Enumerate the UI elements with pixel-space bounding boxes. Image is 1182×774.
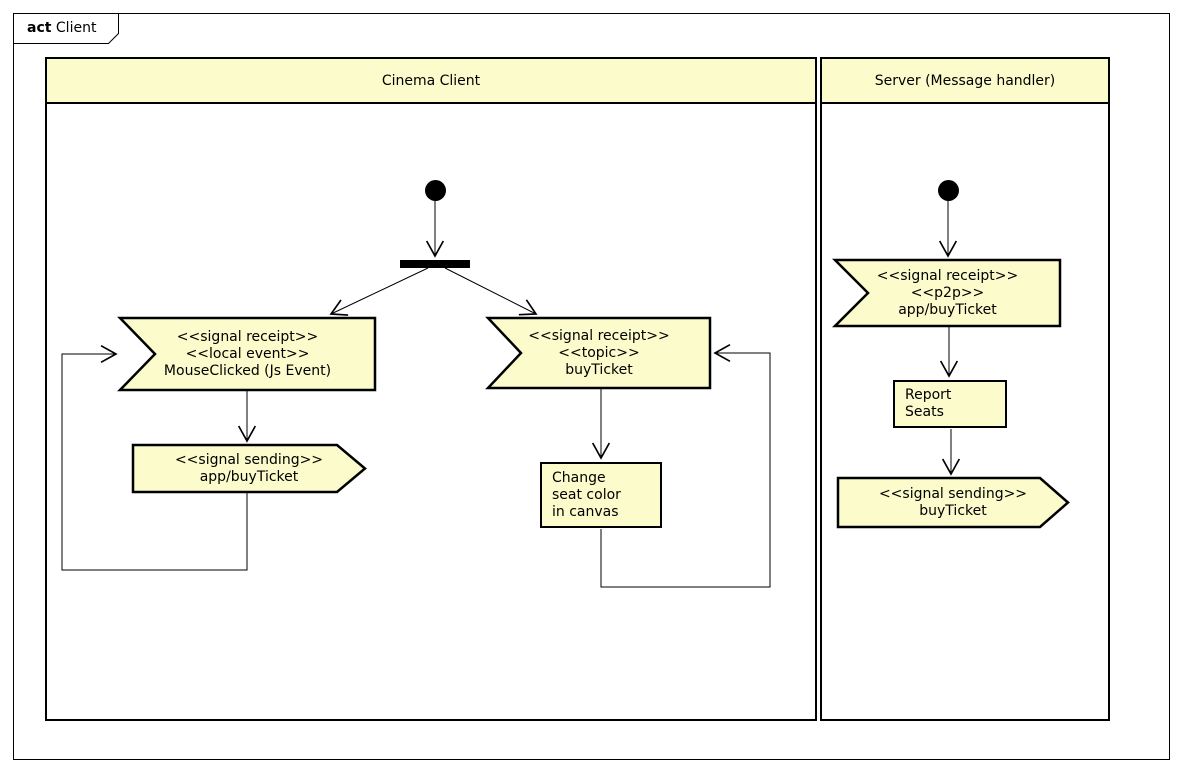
signal-receipt-p2p-app-buyticket: <<signal receipt>> <<p2p>> app/buyTicket bbox=[831, 258, 1062, 328]
stereotype-line: <<p2p>> bbox=[910, 284, 985, 301]
node-label: <<signal sending>> buyTicket bbox=[838, 478, 1068, 527]
signal-sending-buyticket: <<signal sending>> buyTicket bbox=[836, 476, 1070, 529]
stereotype-line: <<signal sending>> bbox=[174, 451, 324, 468]
frame-tab-shape bbox=[13, 13, 119, 44]
signal-receipt-shape bbox=[117, 316, 377, 392]
stereotype-line: <<signal receipt>> bbox=[528, 327, 670, 344]
signal-receipt-shape bbox=[831, 258, 1062, 328]
stereotype-line: <<signal receipt>> bbox=[176, 328, 319, 345]
stereotype-line: <<signal receipt>> bbox=[876, 267, 1019, 284]
signal-sending-shape bbox=[131, 443, 367, 494]
signal-receipt-shape bbox=[485, 316, 712, 390]
partition-title-server: Server (Message handler) bbox=[874, 72, 1056, 89]
frame-title: Client bbox=[55, 20, 97, 36]
partition-header-cinema-client: Cinema Client bbox=[47, 59, 815, 104]
node-label: <<signal receipt>> <<topic>> buyTicket bbox=[488, 318, 710, 388]
initial-node-cinema bbox=[425, 180, 446, 201]
action-report-seats: Report Seats bbox=[893, 380, 1007, 428]
node-text-line: Change bbox=[552, 469, 606, 486]
initial-node-server bbox=[938, 180, 959, 201]
node-text-line: app/buyTicket bbox=[199, 468, 299, 485]
uml-frame-tab: act Client bbox=[13, 13, 119, 44]
node-text-line: buyTicket bbox=[919, 502, 987, 519]
uml-frame-border bbox=[13, 13, 1170, 760]
node-label: <<signal receipt>> <<p2p>> app/buyTicket bbox=[835, 260, 1060, 326]
signal-receipt-mouse-clicked: <<signal receipt>> <<local event>> Mouse… bbox=[117, 316, 377, 392]
partition-title-cinema-client: Cinema Client bbox=[381, 72, 481, 89]
node-text-line: app/buyTicket bbox=[898, 301, 997, 318]
stereotype-line: <<signal sending>> bbox=[878, 485, 1028, 502]
node-text-line: in canvas bbox=[552, 503, 619, 520]
node-text-line: seat color bbox=[552, 486, 621, 503]
frame-tab-label: act Client bbox=[27, 13, 96, 43]
action-change-seat-color: Change seat color in canvas bbox=[540, 462, 662, 528]
partition-header-server: Server (Message handler) bbox=[822, 59, 1108, 104]
node-label: Report Seats bbox=[895, 382, 1005, 426]
signal-receipt-topic-buyticket: <<signal receipt>> <<topic>> buyTicket bbox=[485, 316, 712, 390]
stereotype-line: <<topic>> bbox=[558, 344, 640, 361]
node-text-line: MouseClicked (Js Event) bbox=[163, 362, 332, 379]
frame-keyword: act bbox=[27, 20, 52, 36]
stereotype-line: <<local event>> bbox=[185, 345, 310, 362]
fork-bar bbox=[400, 260, 470, 268]
signal-sending-shape bbox=[836, 476, 1070, 529]
node-text-line: Report bbox=[905, 387, 952, 403]
node-label: <<signal receipt>> <<local event>> Mouse… bbox=[120, 318, 375, 390]
signal-sending-app-buyticket: <<signal sending>> app/buyTicket bbox=[131, 443, 367, 494]
node-label: <<signal sending>> app/buyTicket bbox=[133, 445, 365, 492]
node-text-line: Seats bbox=[905, 404, 944, 420]
node-text-line: buyTicket bbox=[565, 361, 633, 378]
node-label: Change seat color in canvas bbox=[542, 464, 660, 526]
